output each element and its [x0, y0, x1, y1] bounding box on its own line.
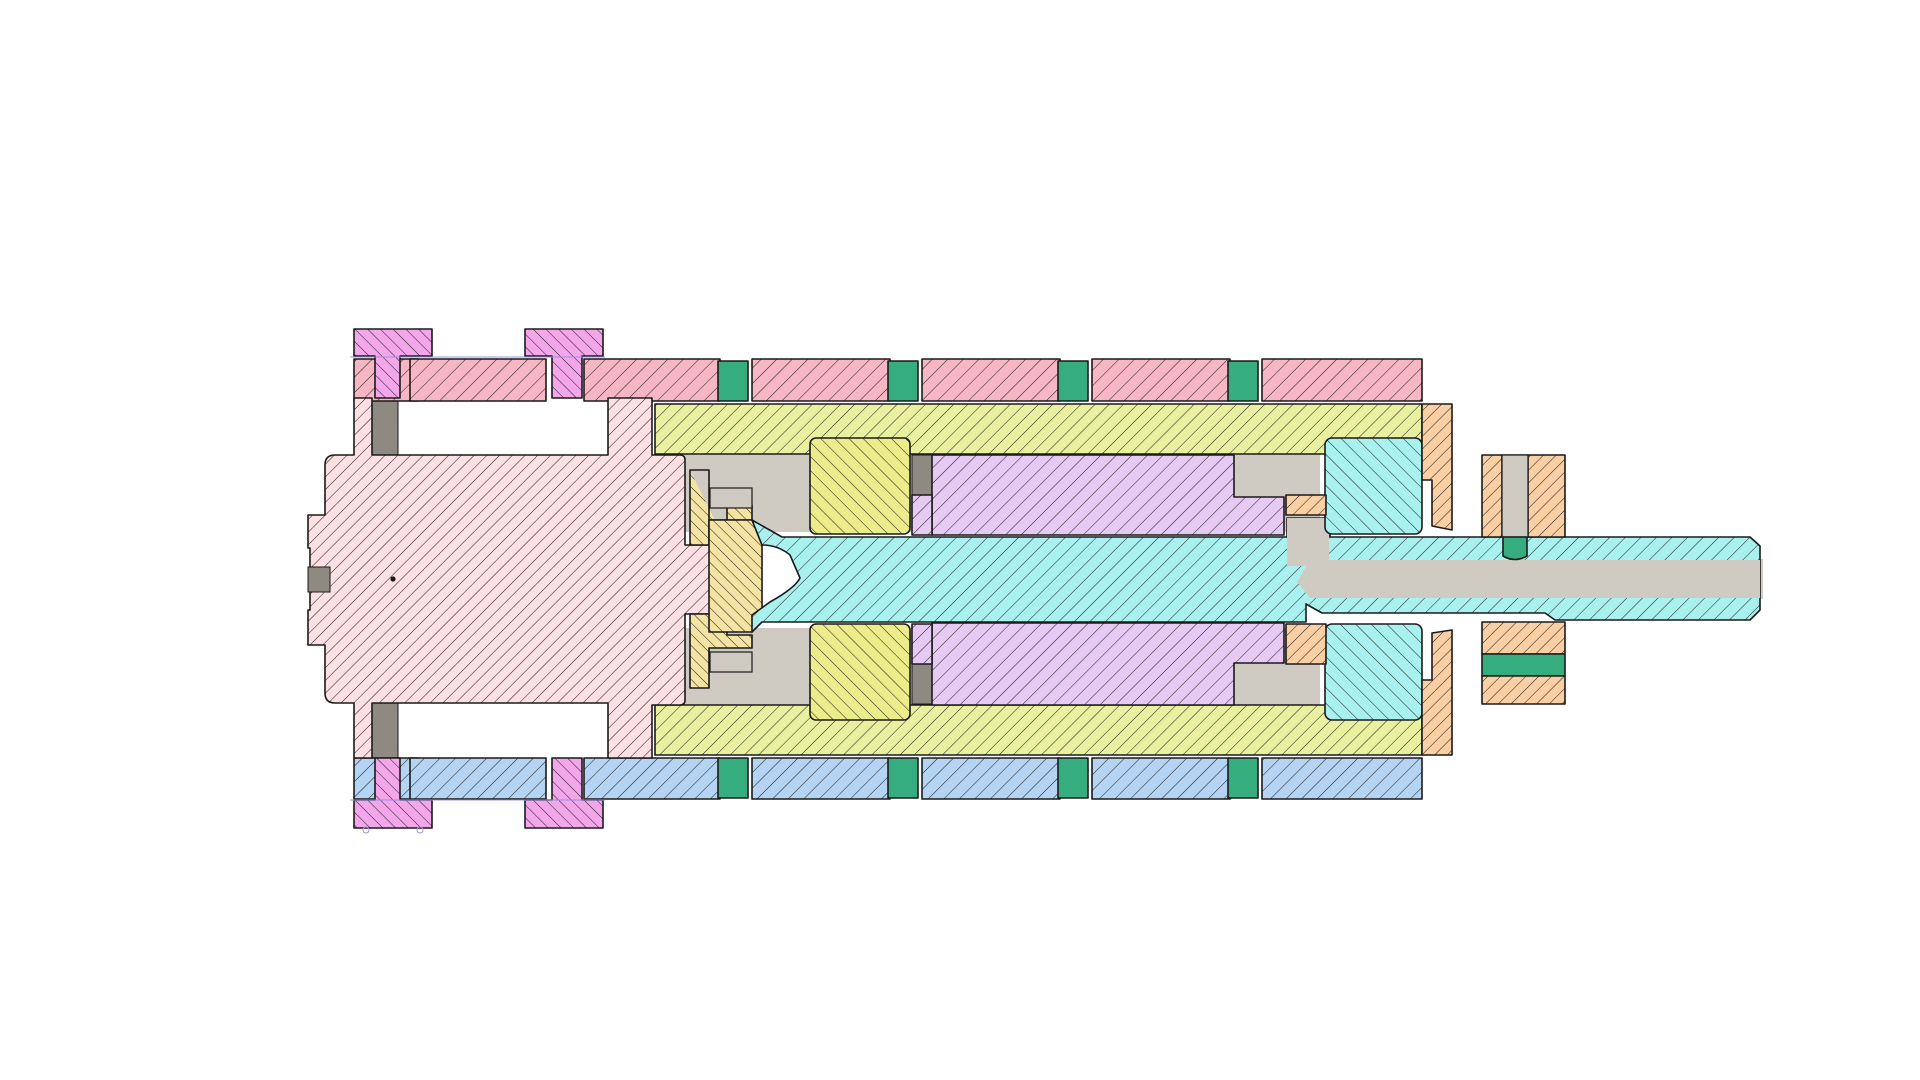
- bottom-housing: [353, 757, 1423, 800]
- top-housing-seg-2: [409, 358, 547, 402]
- top-housing-seg-7: [1261, 358, 1423, 402]
- hub-center-mark: [390, 576, 396, 582]
- upper-gap-bar: [911, 454, 933, 496]
- top-housing: [353, 358, 1423, 402]
- seal-rings: [717, 360, 1259, 799]
- construction-point-1: [362, 826, 370, 834]
- shaft-collar-seal: [1481, 653, 1566, 677]
- seal-ring-bottom-2: [887, 757, 919, 799]
- end-rotor-bottom: [1324, 623, 1423, 721]
- magnet-core-top: [931, 454, 1285, 536]
- shaft-pocket-bottom: [709, 651, 753, 673]
- hub: [307, 397, 728, 759]
- shaft-collar-hole: [1287, 518, 1329, 566]
- bushings: [809, 437, 911, 721]
- end-rotor-top: [1324, 437, 1423, 535]
- lower-spacer-left: [371, 702, 399, 760]
- shaft-collar-bore: [1501, 454, 1529, 538]
- magnet-edge-bottom: [911, 623, 933, 665]
- magnet-core: [911, 454, 1285, 706]
- outer-sleeve-top: [654, 403, 1423, 455]
- upper-spacer-left: [371, 397, 399, 457]
- magnet-core-bottom: [931, 622, 1285, 706]
- seal-ring-top-4: [1227, 360, 1259, 402]
- clamp-rings: [353, 328, 604, 829]
- bushing-bottom: [809, 623, 911, 721]
- bushing-top: [809, 437, 911, 535]
- end-washer: [1421, 403, 1453, 756]
- top-housing-seg-4: [751, 358, 891, 402]
- end-washer-top: [1421, 403, 1453, 531]
- bottom-housing-seg-3: [583, 757, 721, 800]
- top-housing-seg-3: [583, 358, 721, 402]
- shaft-collar-plug: [1502, 536, 1528, 561]
- top-housing-seg-5: [921, 358, 1061, 402]
- bottom-housing-seg-6: [1091, 757, 1231, 800]
- shaft-collar: [1481, 454, 1566, 705]
- seal-ring-top-3: [1057, 360, 1089, 402]
- bottom-housing-seg-4: [751, 757, 891, 800]
- seal-ring-bottom-4: [1227, 757, 1259, 799]
- construction-point-2: [416, 826, 424, 834]
- bottom-housing-seg-5: [921, 757, 1061, 800]
- shaft-pocket-top: [709, 487, 753, 509]
- outer-sleeve-bottom: [654, 704, 1423, 756]
- bottom-housing-seg-7: [1261, 757, 1423, 800]
- end-rotor: [1324, 437, 1423, 721]
- seal-ring-top-1: [717, 360, 749, 402]
- shaft-bore-inner: [1297, 560, 1760, 598]
- seal-ring-bottom-1: [717, 757, 749, 799]
- seal-ring-top-2: [887, 360, 919, 402]
- lower-gap-bar: [911, 663, 933, 705]
- bore-spacer-top: [1285, 494, 1327, 516]
- hub-bore-slot: [307, 566, 331, 593]
- bore-spacer-bottom: [1285, 623, 1327, 665]
- outer-sleeve: [654, 403, 1423, 756]
- clamp-ring-top-left: [353, 328, 433, 399]
- end-washer-bottom: [1421, 629, 1453, 756]
- shaft-collar-bottom-lower: [1481, 675, 1566, 705]
- top-housing-seg-6: [1091, 358, 1231, 402]
- clamp-ring-top-right: [524, 328, 604, 399]
- seal-ring-bottom-3: [1057, 757, 1089, 799]
- magnet-edge-top: [911, 494, 933, 536]
- bottom-housing-seg-2: [409, 757, 547, 800]
- shaft-collar-bottom-upper: [1481, 621, 1566, 655]
- construction-marks: [350, 356, 605, 834]
